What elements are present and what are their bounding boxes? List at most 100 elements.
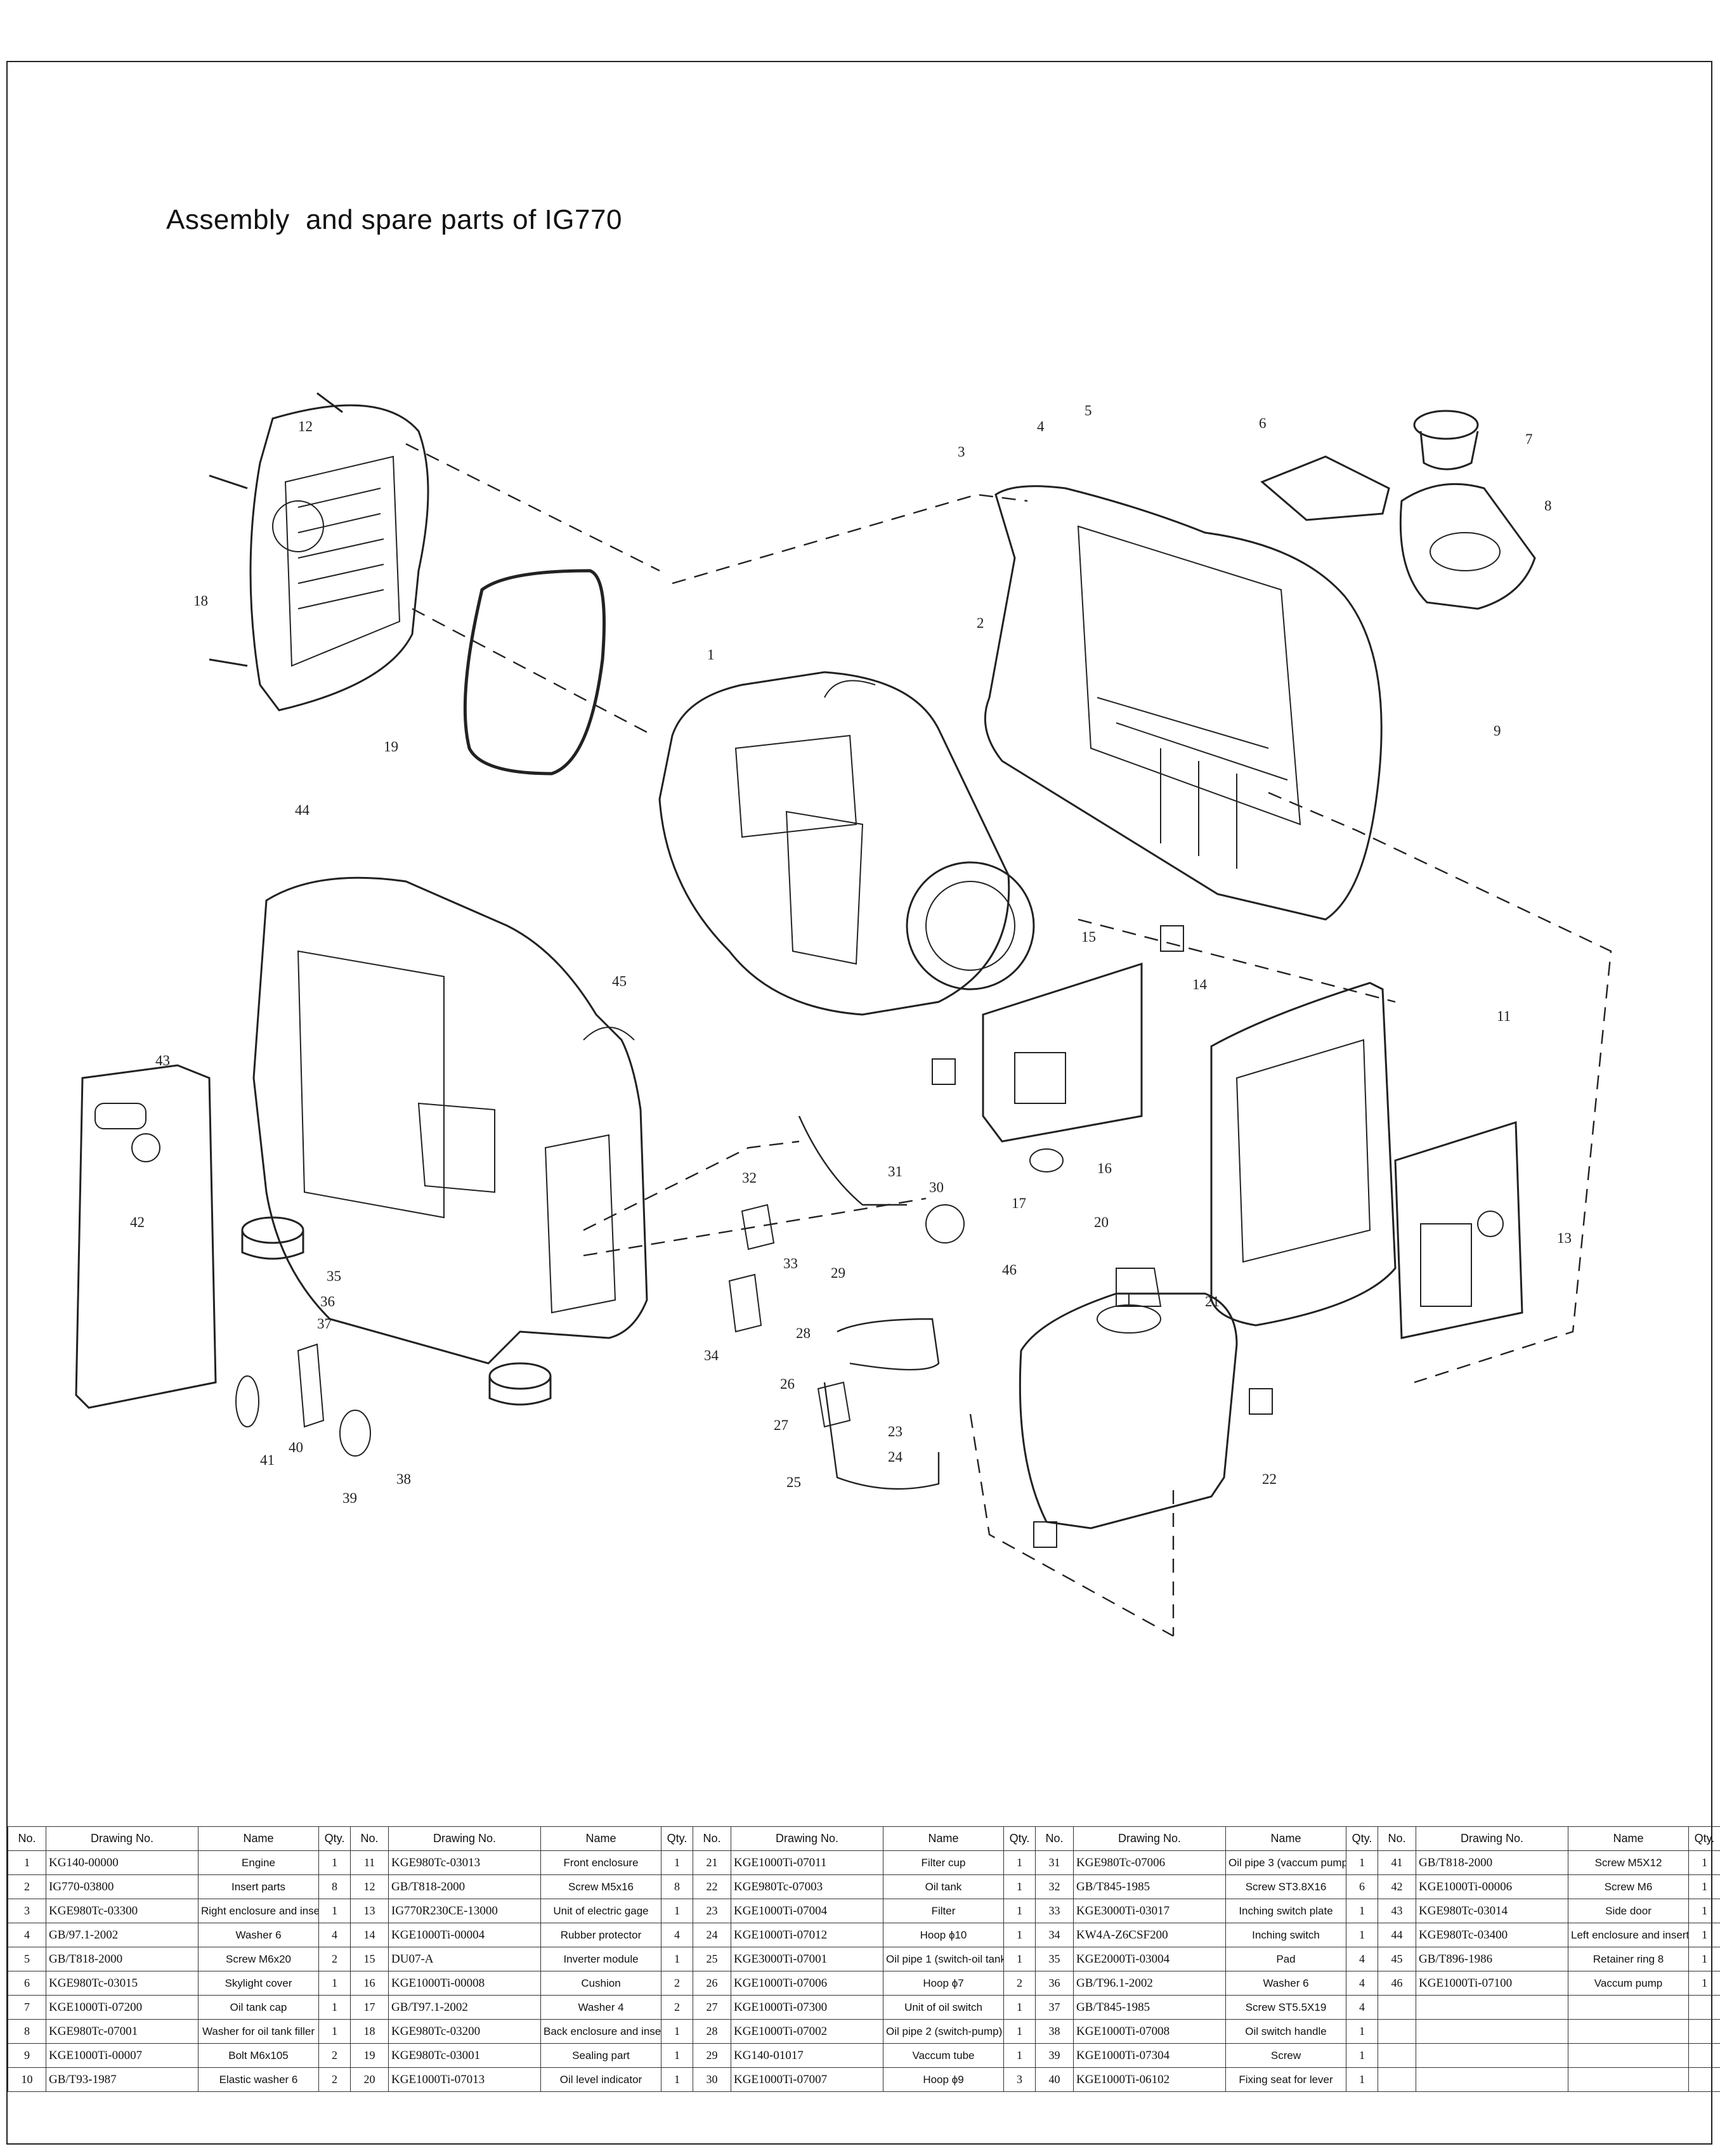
drawing-number: KGE1000Ti-07304 — [1073, 2043, 1226, 2068]
quantity — [1688, 1995, 1720, 2020]
drawing-number: KGE1000Ti-07008 — [1073, 2019, 1226, 2044]
quantity: 2 — [1003, 1971, 1036, 1996]
callout-17: 17 — [1012, 1195, 1026, 1211]
oil-pipes — [798, 1115, 940, 1490]
callout-4: 4 — [1037, 419, 1045, 434]
header-qty: Qty. — [661, 1826, 693, 1851]
part-name — [1568, 2019, 1689, 2044]
part-number: 12 — [350, 1874, 389, 1899]
drawing-number: KGE980Tc-03013 — [388, 1850, 541, 1875]
quantity: 1 — [661, 2043, 693, 2068]
drawing-number: GB/T845-1985 — [1073, 1995, 1226, 2020]
header-drawing-no: Drawing No. — [46, 1826, 199, 1851]
cushion-16 — [1029, 1148, 1064, 1172]
drawing-number: KGE3000Ti-07001 — [731, 1947, 883, 1971]
part-name: Engine — [198, 1850, 319, 1875]
callout-36: 36 — [320, 1294, 335, 1309]
drawing-number — [1416, 2067, 1568, 2092]
part-name: Skylight cover — [198, 1971, 319, 1996]
part-name: Sealing part — [540, 2043, 661, 2068]
drawing-number: KGE1000Ti-07012 — [731, 1923, 883, 1947]
header-qty: Qty. — [1003, 1826, 1036, 1851]
side-door-43 — [75, 1064, 217, 1409]
part-number: 32 — [1035, 1874, 1074, 1899]
drawing-number: KGE1000Ti-07002 — [731, 2019, 883, 2044]
callout-35: 35 — [327, 1268, 341, 1284]
page-title: Assembly and spare parts of IG770 — [166, 204, 622, 235]
callout-29: 29 — [831, 1265, 845, 1281]
part-name: Pad — [1225, 1947, 1346, 1971]
drawing-frame — [6, 61, 1712, 2145]
part-name: Back enclosure and insert parts — [540, 2019, 661, 2044]
callout-31: 31 — [888, 1164, 902, 1179]
part-number: 34 — [1035, 1923, 1074, 1947]
part-number: 25 — [693, 1947, 731, 1971]
quantity: 4 — [1346, 1995, 1378, 2020]
drawing-number: KGE1000Ti-07007 — [731, 2067, 883, 2092]
header-name: Name — [540, 1826, 661, 1851]
drawing-number: KGE1000Ti-07011 — [731, 1850, 883, 1875]
part-name: Hoop ϕ7 — [883, 1971, 1004, 1996]
callout-13: 13 — [1557, 1230, 1572, 1246]
part-name: Inverter module — [540, 1947, 661, 1971]
callout-27: 27 — [774, 1417, 788, 1433]
part-number: 43 — [1378, 1899, 1416, 1923]
callout-46: 46 — [1002, 1262, 1017, 1278]
part-name: Front enclosure — [540, 1850, 661, 1875]
drawing-number: DU07-A — [388, 1947, 541, 1971]
part-number: 14 — [350, 1923, 389, 1947]
drawing-number: KGE1000Ti-07100 — [1416, 1971, 1568, 1996]
quantity: 8 — [318, 1874, 351, 1899]
drawing-number: GB/T93-1987 — [46, 2067, 199, 2092]
drawing-number: KGE1000Ti-07004 — [731, 1899, 883, 1923]
callout-26: 26 — [780, 1376, 795, 1392]
drawing-number: IG770-03800 — [46, 1874, 199, 1899]
part-number: 46 — [1378, 1971, 1416, 1996]
drawing-number: GB/T818-2000 — [46, 1947, 199, 1971]
header-drawing-no: Drawing No. — [731, 1826, 883, 1851]
part-name: Washer for oil tank filler — [198, 2019, 319, 2044]
assembly-dash-lines — [405, 443, 1612, 1637]
part-number: 44 — [1378, 1923, 1416, 1947]
header-drawing-no: Drawing No. — [1416, 1826, 1568, 1851]
header-no: No. — [350, 1826, 389, 1851]
oil-tank-22 — [1019, 1292, 1238, 1529]
part-name: Right enclosure and insert parts — [198, 1899, 319, 1923]
callout-40: 40 — [289, 1439, 303, 1455]
part-name: Screw M6x20 — [198, 1947, 319, 1971]
quantity: 1 — [1003, 2019, 1036, 2044]
rubber-protector-14-a — [1160, 925, 1184, 952]
quantity: 4 — [661, 1923, 693, 1947]
part-number: 18 — [350, 2019, 389, 2044]
callout-21: 21 — [1205, 1294, 1220, 1309]
part-number — [1378, 2043, 1416, 2068]
drawing-number: KGE1000Ti-07200 — [46, 1995, 199, 2020]
part-number: 19 — [350, 2043, 389, 2068]
drawing-number: GB/T818-2000 — [388, 1874, 541, 1899]
drawing-number: KW4A-Z6CSF200 — [1073, 1923, 1226, 1947]
part-number: 9 — [8, 2043, 46, 2068]
part-name: Oil tank cap — [198, 1995, 319, 2020]
part-name: Bolt M6x105 — [198, 2043, 319, 2068]
quantity: 1 — [1688, 1923, 1720, 1947]
quantity: 1 — [1003, 2043, 1036, 2068]
sealing-part-19 — [463, 569, 606, 776]
part-number — [1378, 2019, 1416, 2044]
quantity: 1 — [1688, 1947, 1720, 1971]
part-name: Inching switch plate — [1225, 1899, 1346, 1923]
part-number: 42 — [1378, 1874, 1416, 1899]
part-name: Screw M5x16 — [540, 1874, 661, 1899]
drawing-number: KGE1000Ti-07006 — [731, 1971, 883, 1996]
part-name: Oil switch handle — [1225, 2019, 1346, 2044]
pad-35-b — [488, 1362, 552, 1390]
callout-41: 41 — [260, 1452, 275, 1468]
header-no: No. — [1035, 1826, 1074, 1851]
fixing-seat-40 — [297, 1343, 325, 1428]
quantity: 1 — [1346, 2019, 1378, 2044]
part-number: 39 — [1035, 2043, 1074, 2068]
callout-37: 37 — [317, 1316, 332, 1332]
drawing-number: KGE1000Ti-00004 — [388, 1923, 541, 1947]
part-number: 28 — [693, 2019, 731, 2044]
